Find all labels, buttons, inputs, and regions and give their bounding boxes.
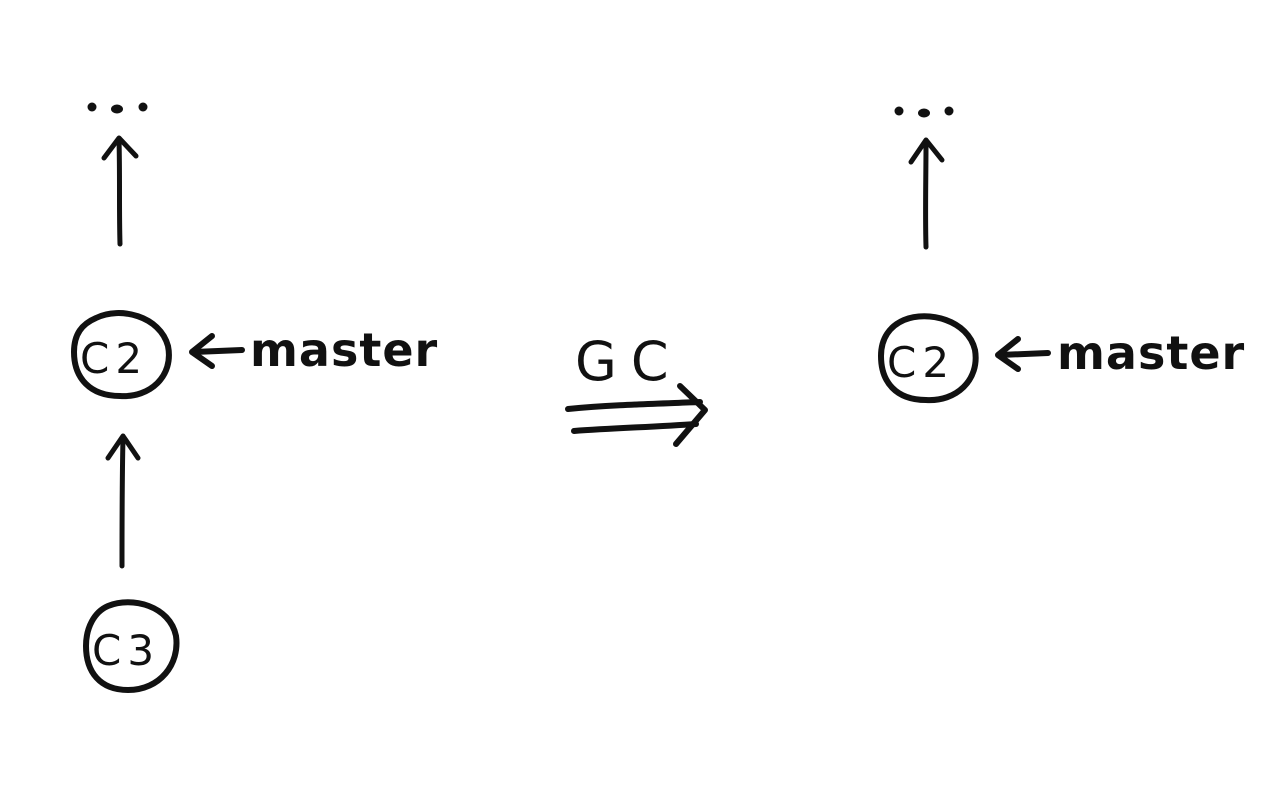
after-ellipsis: ... [894, 106, 954, 118]
before-arrow-c2-to-parent [101, 135, 139, 247]
before-commit-c3-label: C3 [92, 626, 160, 675]
after-branch-arrow [995, 336, 1051, 372]
after-commit-c2-label: C2 [887, 338, 955, 387]
after-state: ... C2 master [878, 106, 1245, 404]
before-state: ... C2 master [71, 102, 438, 693]
gc-transition: GC [565, 330, 708, 447]
after-branch-label: master [1057, 326, 1245, 380]
before-branch-arrow [189, 333, 245, 369]
after-commit-c2: C2 [878, 313, 979, 404]
gc-double-arrow [565, 383, 708, 447]
before-commit-c2-circle [71, 310, 172, 400]
before-commit-c3: C3 [83, 599, 180, 693]
after-arrow-c2-to-parent [908, 137, 945, 250]
gc-label: GC [575, 330, 683, 393]
after-commit-c2-circle [878, 313, 979, 404]
before-commit-c3-circle [83, 599, 180, 693]
before-ellipsis: ... [87, 102, 148, 114]
before-commit-c2-label: C2 [80, 334, 148, 383]
before-branch-label: master [250, 323, 438, 377]
before-commit-c2: C2 [71, 310, 172, 400]
before-arrow-c3-to-c2 [105, 433, 141, 569]
